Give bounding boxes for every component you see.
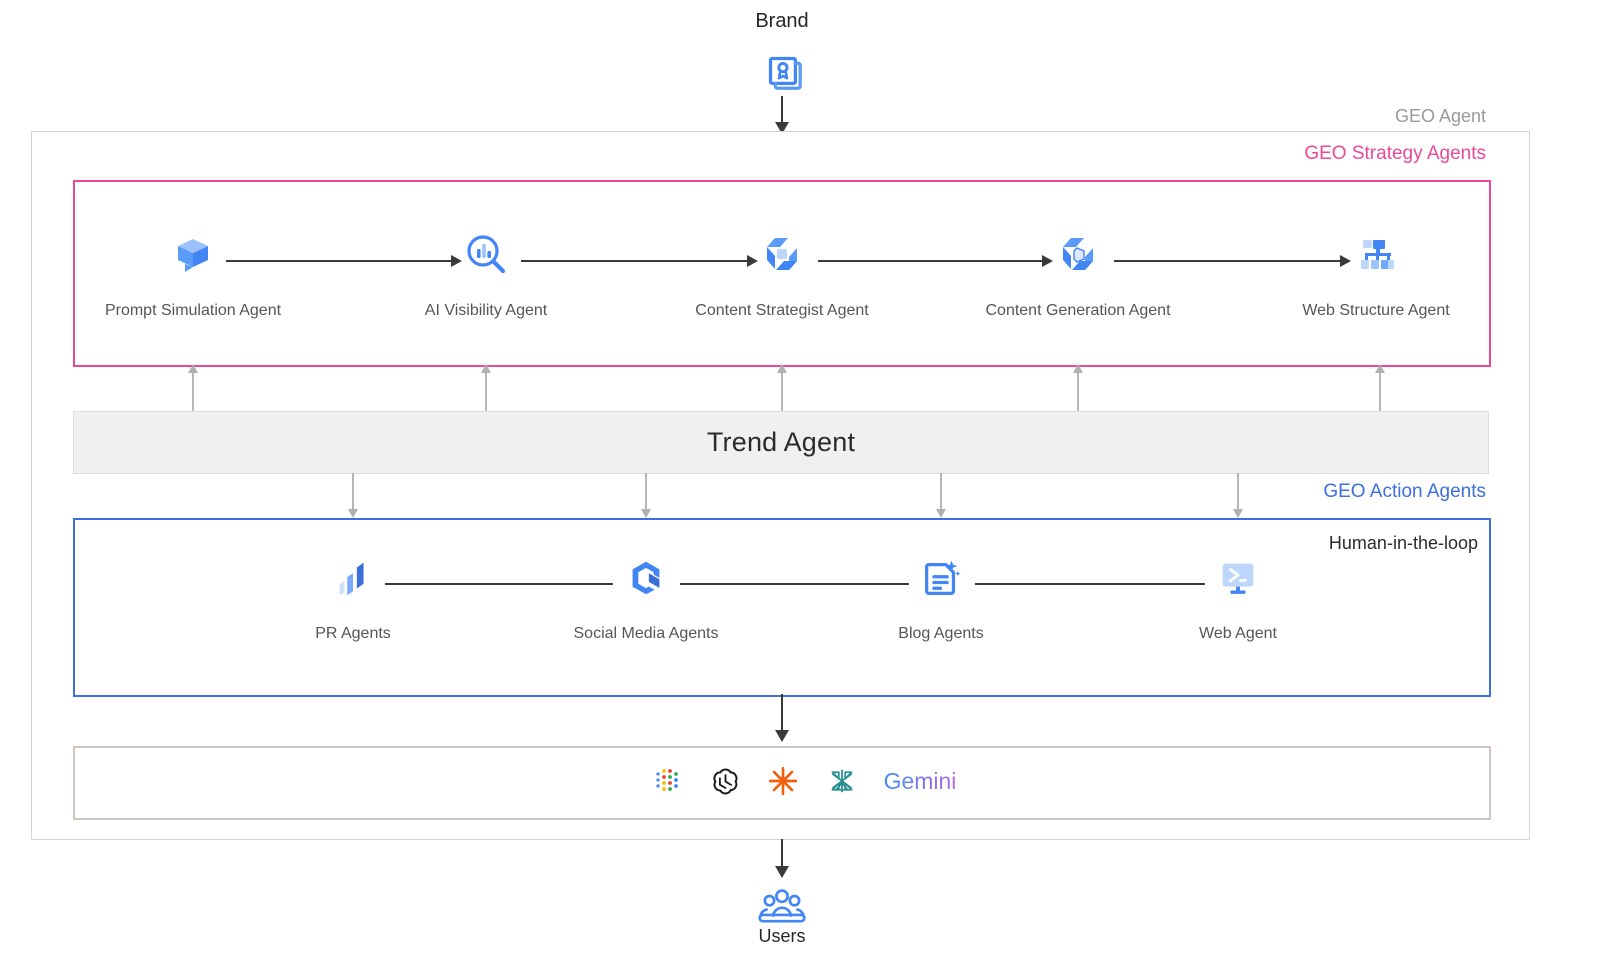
agent-content-generation[interactable]: Content Generation Agent: [978, 228, 1178, 320]
gemini-wordmark[interactable]: Gemini: [877, 750, 963, 812]
strategy-arrow-4: [1340, 255, 1351, 267]
brand-to-geo-line: [781, 96, 783, 125]
brand-label: Brand: [755, 10, 809, 32]
bar-rise-icon: [328, 553, 378, 603]
trend-down-arrow-1: [348, 509, 358, 518]
geo-action-agents-title: GEO Action Agents: [1323, 481, 1486, 502]
users-group-icon: [755, 884, 809, 928]
agent-label: Content Generation Agent: [985, 302, 1171, 319]
trend-up-arrow-4: [1073, 364, 1083, 373]
hex-generation-icon: [1052, 228, 1104, 280]
geo-agent-title: GEO Agent: [1394, 106, 1486, 126]
gemini-label: Gemini: [883, 767, 957, 794]
action-to-llm-line: [781, 694, 783, 732]
agent-label: Web Structure Agent: [1302, 302, 1450, 319]
geo-strategy-agents-box: [73, 180, 1491, 367]
cube-prompt-icon: [167, 228, 219, 280]
trend-up-arrow-2: [481, 364, 491, 373]
trend-up-arrow-5: [1375, 364, 1385, 373]
geo-strategy-agents-title: GEO Strategy Agents: [1304, 143, 1486, 164]
claude-asterisk-icon[interactable]: [763, 750, 803, 812]
trend-down-line-4: [1237, 473, 1239, 511]
agent-ai-visibility[interactable]: AI Visibility Agent: [386, 228, 586, 320]
action-to-llm-arrow: [775, 730, 789, 742]
strategy-link-2: [521, 260, 749, 262]
trend-down-arrow-3: [936, 509, 946, 518]
action-link-2: [680, 583, 909, 585]
strategy-link-3: [818, 260, 1044, 262]
monitor-terminal-icon: [1213, 553, 1263, 603]
trend-down-line-2: [645, 473, 647, 511]
trend-down-arrow-4: [1233, 509, 1243, 518]
google-ai-dots-icon[interactable]: [648, 750, 688, 812]
trend-down-line-1: [352, 473, 354, 511]
agent-content-strategist[interactable]: Content Strategist Agent: [682, 228, 882, 320]
grok-star-icon[interactable]: [821, 750, 863, 812]
action-link-1: [385, 583, 613, 585]
human-in-the-loop-label: Human-in-the-loop: [1328, 533, 1478, 553]
agent-label: Social Media Agents: [573, 625, 719, 642]
trend-up-line-4: [1077, 372, 1079, 411]
strategy-arrow-1: [451, 255, 462, 267]
strategy-arrow-3: [1042, 255, 1053, 267]
trend-down-line-3: [940, 473, 942, 511]
geo-to-users-line: [781, 839, 783, 868]
agent-label: PR Agents: [315, 625, 391, 642]
openai-icon[interactable]: [705, 750, 745, 812]
trend-up-arrow-1: [188, 364, 198, 373]
trend-down-arrow-2: [641, 509, 651, 518]
strategy-arrow-2: [747, 255, 758, 267]
agent-social-media[interactable]: Social Media Agents: [546, 553, 746, 643]
agent-web[interactable]: Web Agent: [1138, 553, 1338, 643]
agent-label: Content Strategist Agent: [695, 302, 869, 319]
users-label: Users: [758, 926, 806, 946]
agent-prompt-simulation[interactable]: Prompt Simulation Agent: [93, 228, 293, 320]
magnifier-chart-icon: [460, 228, 512, 280]
trend-agent-label: Trend Agent: [706, 427, 856, 457]
agent-label: Blog Agents: [898, 625, 984, 642]
agent-label: Prompt Simulation Agent: [104, 302, 282, 319]
hex-social-icon: [621, 553, 671, 603]
hierarchy-tree-icon: [1350, 228, 1402, 280]
agent-label: Web Agent: [1199, 625, 1277, 642]
document-sparkle-icon: [916, 553, 966, 603]
trend-up-line-2: [485, 372, 487, 411]
brand-badge-icon: [757, 45, 807, 95]
geo-to-users-arrow: [775, 866, 789, 878]
trend-up-line-5: [1379, 372, 1381, 411]
agent-blog[interactable]: Blog Agents: [841, 553, 1041, 643]
strategy-link-4: [1114, 260, 1342, 262]
hex-strategy-icon: [756, 228, 808, 280]
agent-pr[interactable]: PR Agents: [253, 553, 453, 643]
agent-label: AI Visibility Agent: [424, 302, 548, 319]
strategy-link-1: [226, 260, 453, 262]
trend-agent-bar[interactable]: Trend Agent: [73, 411, 1489, 474]
trend-up-line-3: [781, 372, 783, 411]
action-link-3: [975, 583, 1205, 585]
trend-up-line-1: [192, 372, 194, 411]
trend-up-arrow-3: [777, 364, 787, 373]
agent-web-structure[interactable]: Web Structure Agent: [1276, 228, 1476, 320]
